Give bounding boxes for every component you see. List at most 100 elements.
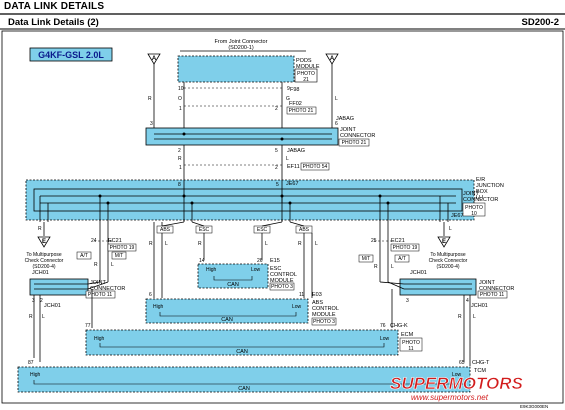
ecm-photo-1: PHOTO bbox=[402, 340, 420, 346]
esc-high: High bbox=[206, 267, 217, 273]
ecm-photo-2: 11 bbox=[408, 346, 413, 352]
ff02-photo-box bbox=[286, 106, 317, 115]
esc-label-3: MODULE bbox=[270, 278, 294, 284]
esc-wire-l: L bbox=[265, 241, 268, 247]
ecm-connector: CHG-K bbox=[390, 323, 408, 329]
je67-top-label: JE67 bbox=[286, 181, 299, 187]
ecm-label: ECM bbox=[401, 332, 414, 338]
wire-o: O bbox=[178, 96, 182, 102]
wire-r-a: R bbox=[148, 96, 152, 102]
tcm-module bbox=[17, 366, 471, 393]
esc-wire-r: R bbox=[198, 241, 202, 247]
right-wire-r: R bbox=[374, 264, 378, 270]
ef11-photo-box bbox=[300, 162, 330, 171]
ec21-right-pin: 25 bbox=[371, 238, 377, 244]
jb-label-3: BOX bbox=[476, 189, 488, 195]
jch01-right-top: JCH01 bbox=[410, 270, 427, 276]
pods-label-2: MODULE bbox=[296, 64, 320, 70]
right-at: A/T bbox=[398, 256, 406, 262]
jb-photo-2: 10 bbox=[471, 211, 477, 217]
off-page-a-right bbox=[325, 53, 339, 65]
abs-can: CAN bbox=[221, 317, 233, 323]
abs-label-2: CONTROL bbox=[312, 306, 339, 312]
left-to-3: (SD200-4) bbox=[32, 264, 55, 270]
esc-photo: PHOTO 3 bbox=[271, 284, 293, 290]
from-ref: (SD200-1) bbox=[228, 45, 254, 51]
jch01-right-label-2: CONNECTOR bbox=[479, 286, 514, 292]
ecm-high: High bbox=[94, 336, 105, 342]
ecm-pin-left: 77 bbox=[85, 323, 91, 329]
ecm-pin-right: 76 bbox=[380, 323, 386, 329]
jch01-right-pin-4: 4 bbox=[466, 298, 469, 304]
abs-label-3: MODULE bbox=[312, 312, 336, 318]
abs-connector: E03 bbox=[312, 292, 322, 298]
jb-label-1: E/R bbox=[476, 177, 485, 183]
jch01-left-pin-3: 3 bbox=[32, 298, 35, 304]
jabag-pin-6: 6 bbox=[335, 121, 338, 127]
abs-high: High bbox=[153, 304, 164, 310]
jch01-left-label-1: JOINT bbox=[90, 280, 107, 286]
jabag-joint-label-1: JOINT bbox=[340, 127, 357, 133]
diagram-frame bbox=[1, 30, 564, 404]
left-at: A/T bbox=[80, 253, 88, 259]
left-wire-r: R bbox=[94, 262, 98, 268]
jb-photo-box bbox=[462, 202, 486, 217]
ef11-pin-left: 1 bbox=[179, 165, 182, 171]
jabag-bottom-pin-right: 5 bbox=[275, 148, 278, 154]
abs-pin-left: 6 bbox=[149, 292, 152, 298]
jabag-top-label: JABAG bbox=[336, 116, 354, 122]
pods-pin-right: 9 bbox=[287, 86, 290, 92]
esc-low: Low bbox=[251, 267, 261, 273]
left-abs-tag: ABS bbox=[160, 227, 171, 233]
abs-control-module bbox=[145, 298, 309, 324]
abs-photo: PHOTO 3 bbox=[313, 319, 335, 325]
jb-label-4: LH bbox=[476, 195, 483, 201]
drawing-code: E9K3G000EN bbox=[520, 404, 548, 409]
jch01-left-connector bbox=[29, 278, 89, 296]
tcm-pin-left: 87 bbox=[28, 360, 34, 366]
pods-photo-box bbox=[294, 68, 318, 83]
watermark-brand: SUPERMOTORS bbox=[390, 374, 524, 393]
tcm-high: High bbox=[30, 372, 41, 378]
ff02-pin-left: 1 bbox=[179, 106, 182, 112]
jch01-left-photo-box bbox=[85, 290, 116, 299]
diagram-code: SD200-2 bbox=[521, 17, 560, 28]
jb-photo-1: PHOTO bbox=[465, 205, 483, 211]
esc-control-module bbox=[197, 263, 269, 289]
jabag-joint-connector bbox=[145, 127, 339, 146]
off-page-a-right-label: A bbox=[330, 56, 335, 62]
jch01-left-pin-2: 2 bbox=[40, 298, 43, 304]
tcm-can: CAN bbox=[238, 386, 250, 392]
pods-label-1: PODS bbox=[296, 58, 312, 64]
pods-pin-left: 10 bbox=[178, 86, 184, 92]
esc-pin-left: 14 bbox=[199, 258, 205, 264]
right-wire-l-2: L bbox=[473, 314, 476, 320]
esc-photo-box bbox=[269, 282, 295, 291]
right-to-3: (SD200-4) bbox=[436, 264, 459, 270]
ff02-label: FF02 bbox=[289, 101, 302, 107]
f98-label: F98 bbox=[290, 87, 299, 93]
abs-low: Low bbox=[292, 304, 302, 310]
section-title: DATA LINK DETAILS bbox=[4, 1, 105, 12]
tcm-low: Low bbox=[452, 372, 462, 378]
jch01-left-bottom: JCH01 bbox=[44, 303, 61, 309]
esc-label-1: ESC bbox=[270, 266, 281, 272]
tcm-pin-right: 65 bbox=[459, 360, 465, 366]
jch01-right-bottom: JCH01 bbox=[471, 303, 488, 309]
right-wire-r-2: R bbox=[458, 314, 462, 320]
off-page-e-left-label: E bbox=[42, 239, 46, 245]
jb-joint-connector bbox=[33, 188, 463, 212]
jabag-bottom-label: JABAG bbox=[287, 148, 305, 154]
ff02-photo: PHOTO 21 bbox=[289, 108, 314, 114]
jb-joint-label-2: CONNECTOR bbox=[463, 197, 498, 203]
node bbox=[280, 137, 284, 141]
left-to-1: To Multipurpose bbox=[26, 252, 62, 258]
je67-bottom-label: JE67 bbox=[451, 213, 464, 219]
wire-l-e-right: L bbox=[449, 226, 452, 232]
ec21-left-photo: PHOTO 19 bbox=[110, 245, 135, 251]
esc-can: CAN bbox=[227, 282, 239, 288]
abs-wire-r: R bbox=[149, 241, 153, 247]
abs-wire-l: L bbox=[165, 241, 168, 247]
ecm-module bbox=[85, 329, 399, 356]
